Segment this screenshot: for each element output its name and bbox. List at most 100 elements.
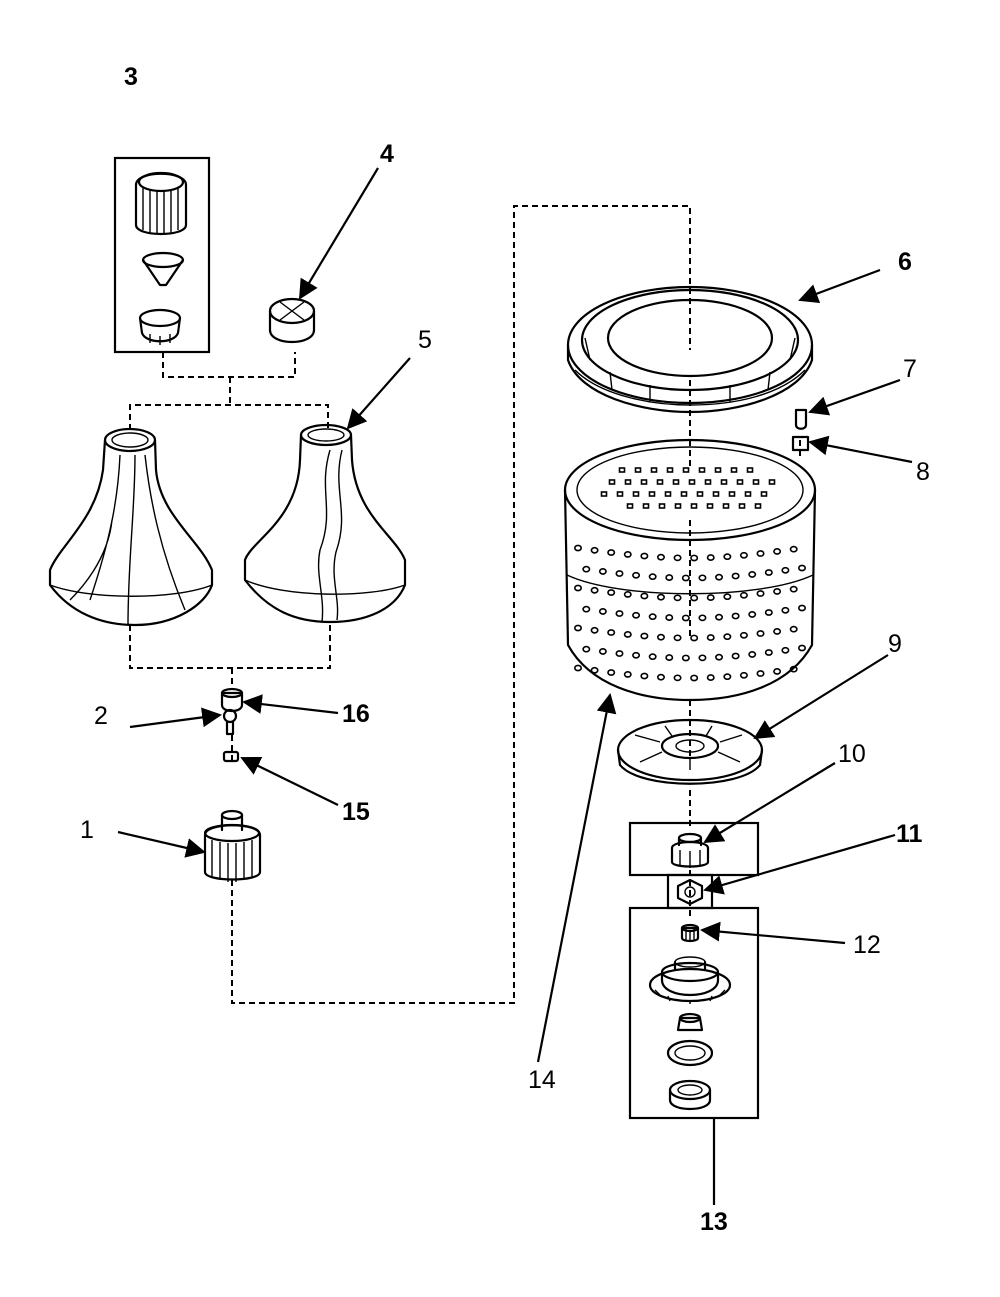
callout-9: 9 [888, 630, 902, 658]
basket-hole [723, 593, 732, 601]
basket-hole [789, 665, 798, 673]
basket-hole [756, 550, 765, 557]
callout-labels: 1 2 3 4 5 6 7 8 9 10 11 12 13 14 15 16 [80, 63, 930, 1236]
basket-hole [666, 467, 674, 473]
basket-hole [773, 548, 782, 555]
basket-hole [754, 503, 762, 509]
basket-hole [650, 467, 658, 473]
basket-hole [618, 467, 626, 473]
basket-hole [706, 554, 715, 561]
basket-hole [623, 591, 632, 598]
callout-12: 12 [853, 931, 881, 959]
basket-hole [573, 664, 582, 672]
basket-hole [789, 545, 798, 553]
basket-hole [573, 624, 582, 632]
basket-hole [739, 591, 748, 599]
basket-hole [590, 666, 599, 674]
basket-hole [690, 503, 698, 509]
basket-hole [723, 673, 732, 681]
callout-5: 5 [418, 326, 432, 354]
callout-15: 15 [342, 798, 370, 826]
basket-hole [752, 479, 760, 485]
basket-hole [598, 648, 607, 655]
basket-hole [680, 491, 688, 497]
basket-hole [704, 479, 712, 485]
basket-hole [673, 554, 682, 562]
basket-hole [656, 593, 665, 601]
basket-hole [573, 584, 582, 592]
part-9-hub [616, 718, 764, 785]
callout-7: 7 [903, 355, 917, 383]
basket-hole [768, 479, 776, 485]
connection-lines [129, 205, 801, 1004]
part-5-agitator [243, 423, 407, 624]
basket-hole [764, 569, 773, 576]
basket-hole [598, 568, 607, 575]
basket-hole [656, 633, 665, 641]
basket-hole [608, 479, 616, 485]
callout-1: 1 [80, 816, 94, 844]
basket-hole [731, 652, 740, 660]
basket-hole [715, 613, 724, 621]
callout-3: 3 [124, 63, 138, 91]
basket-hole [731, 612, 740, 620]
basket-hole [722, 503, 730, 509]
basket-hole [681, 654, 690, 662]
basket-hole [590, 586, 599, 594]
basket-hole [781, 606, 790, 614]
part-1-drive-block [203, 809, 262, 882]
part-8-clip [791, 435, 810, 452]
callout-11: 11 [896, 820, 923, 848]
basket-hole [673, 634, 682, 642]
part-2-bolt [222, 708, 238, 736]
basket-hole [665, 654, 674, 661]
basket-hole [739, 671, 748, 679]
basket-hole [797, 644, 806, 652]
basket-hole [698, 467, 706, 473]
basket-hole [642, 503, 650, 509]
basket-hole [607, 549, 616, 556]
part-agitator-left [48, 427, 214, 627]
part-3-cap-kit [113, 156, 211, 354]
basket-hole [607, 629, 616, 636]
basket-hole [681, 614, 690, 622]
basket-hole [615, 570, 624, 577]
basket-hole [582, 645, 591, 653]
basket-hole [706, 503, 714, 509]
part-10-nut-box [628, 821, 760, 877]
basket-hole [607, 589, 616, 596]
basket-hole [665, 574, 674, 581]
basket-hole [789, 585, 798, 593]
basket-hole [656, 479, 664, 485]
part-15-washer [222, 750, 240, 763]
basket-hole [698, 614, 707, 622]
basket-hole [648, 653, 657, 661]
basket-hole [773, 668, 782, 675]
basket-hole [640, 672, 649, 680]
basket-hole [598, 608, 607, 615]
callout-10: 10 [838, 740, 866, 768]
basket-hole [764, 649, 773, 656]
basket-hole [715, 573, 724, 581]
basket-hole [720, 479, 728, 485]
basket-hole [773, 588, 782, 595]
part-7-screw [794, 408, 808, 430]
callout-6: 6 [898, 248, 912, 276]
part-6-tub-ring [566, 285, 814, 414]
basket-hole [690, 594, 699, 602]
basket-hole [797, 604, 806, 612]
basket-hole [756, 630, 765, 637]
basket-hole [731, 572, 740, 580]
basket-hole [690, 674, 699, 682]
basket-hole [632, 651, 641, 659]
basket-hole [797, 564, 806, 572]
basket-hole [681, 574, 690, 582]
basket-hole [730, 467, 738, 473]
part-14-basket [563, 438, 817, 702]
basket-hole [623, 671, 632, 678]
basket-hole [736, 479, 744, 485]
basket-hole [706, 634, 715, 641]
basket-hole [682, 467, 690, 473]
basket-hole [706, 674, 715, 681]
